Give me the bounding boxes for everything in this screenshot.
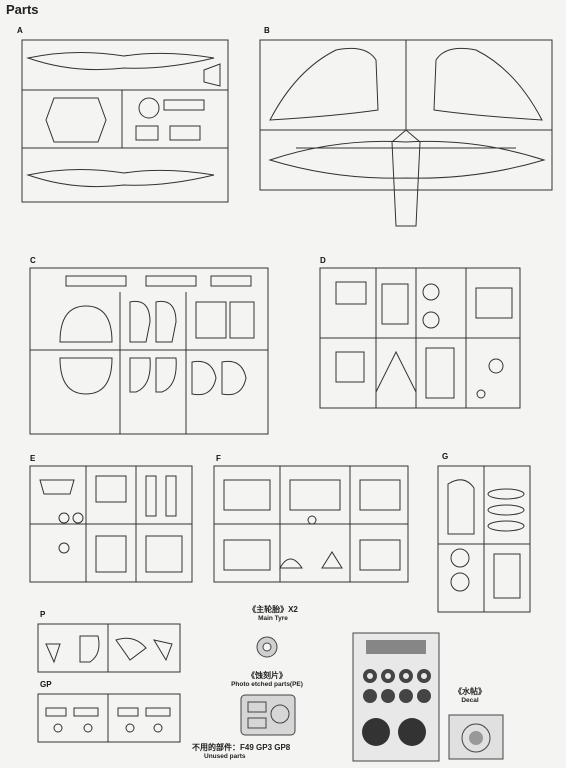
sprue-f: F: [210, 454, 412, 586]
photo-etched-cn: 《蚀刻片》: [247, 671, 287, 680]
sprue-f-label: F: [216, 454, 221, 463]
main-tyre-en: Main Tyre: [258, 615, 288, 622]
main-tyre-icon: [256, 636, 278, 658]
sprue-f-drawing: [213, 465, 409, 583]
sprue-d-drawing: [319, 267, 521, 409]
sprue-c-drawing: [29, 267, 269, 435]
sprue-p-drawing: [37, 623, 181, 673]
decal-small-sheet: [448, 714, 504, 760]
decal-caption: 《水帖》 Decal: [440, 686, 500, 704]
main-tyre-cn: 《主轮胎》X2: [248, 605, 298, 614]
decal-cn: 《水帖》: [454, 687, 486, 696]
sprue-e-drawing: [29, 465, 193, 583]
sprue-c: C: [26, 256, 272, 438]
unused-parts-en: Unused parts: [204, 753, 246, 760]
photo-etched-en: Photo etched parts(PE): [231, 681, 303, 688]
sprue-a: A: [14, 26, 236, 208]
main-tyre-caption: 《主轮胎》X2 Main Tyre: [228, 604, 318, 622]
sprue-e-label: E: [30, 454, 36, 463]
sprue-d: D: [316, 256, 524, 412]
sprue-b-label: B: [264, 26, 270, 35]
sprue-gp-label: GP: [40, 680, 52, 689]
sprue-b: B: [256, 26, 556, 230]
sprue-g-drawing: [437, 465, 531, 613]
sprue-b-drawing: [259, 39, 553, 227]
decal-en: Decal: [461, 697, 479, 704]
sprue-a-drawing: [21, 39, 229, 203]
sprue-d-label: D: [320, 256, 326, 265]
sprue-p-label: P: [40, 610, 46, 619]
sprue-e: E: [26, 454, 196, 586]
photo-etched-fret: [240, 694, 296, 736]
unused-parts: 不用的部件：F49 GP3 GP8 Unused parts: [192, 742, 290, 760]
sprue-c-label: C: [30, 256, 36, 265]
sprue-gp-drawing: [37, 693, 181, 743]
decal-sheet: [352, 632, 440, 762]
sprue-g-label: G: [442, 452, 449, 461]
sprue-g: G: [434, 452, 534, 616]
unused-parts-cn: 不用的部件：F49 GP3 GP8: [192, 743, 291, 752]
page-title: Parts: [6, 2, 39, 17]
sprue-gp: GP: [34, 680, 184, 746]
sprue-a-label: A: [17, 26, 23, 35]
photo-etched-caption: 《蚀刻片》 Photo etched parts(PE): [212, 670, 322, 688]
sprue-p: P: [34, 610, 184, 676]
